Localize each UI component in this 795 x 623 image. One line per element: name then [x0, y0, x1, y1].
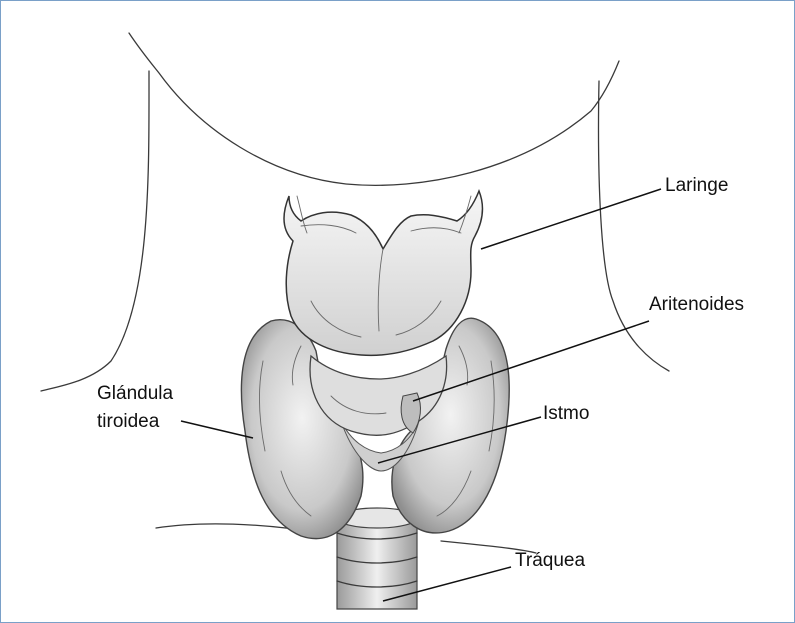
- traquea-label: Tráquea: [515, 549, 585, 573]
- laringe-leader: [481, 189, 661, 249]
- laringe-label: Laringe: [665, 174, 728, 198]
- glandula-label-line1: Glándula: [97, 382, 173, 406]
- larynx-cartilage: [284, 191, 482, 355]
- glandula-label-line2: tiroidea: [97, 410, 159, 434]
- aritenoides-label: Aritenoides: [649, 293, 744, 317]
- istmo-label: Istmo: [543, 402, 589, 426]
- trachea: [337, 508, 417, 609]
- glandula-leader: [181, 421, 253, 438]
